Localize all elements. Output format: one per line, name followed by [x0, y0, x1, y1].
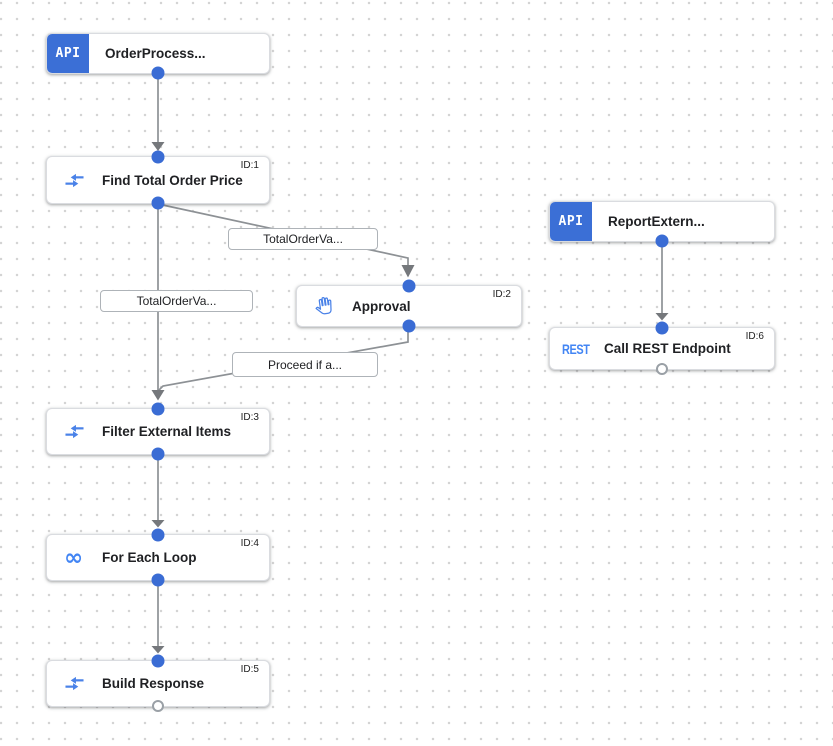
output-port[interactable]: [151, 196, 165, 210]
edge-label-text: TotalOrderVa...: [263, 232, 343, 246]
edge-label-proceed-if[interactable]: Proceed if a...: [232, 352, 378, 377]
approval-hand-icon: [314, 296, 341, 316]
input-port[interactable]: [151, 402, 165, 416]
data-mapping-icon: [64, 676, 91, 691]
rest-icon-text: REST: [562, 340, 590, 357]
edge-label-totalorder-to-approval[interactable]: TotalOrderVa...: [228, 228, 378, 250]
edge-label-totalorder-to-filter[interactable]: TotalOrderVa...: [100, 290, 253, 312]
task-node-for-each-loop[interactable]: ID:4 ∞ For Each Loop: [46, 528, 270, 587]
output-port[interactable]: [402, 319, 416, 333]
task-title: For Each Loop: [102, 550, 197, 565]
api-trigger-icon: API: [47, 34, 89, 73]
api-badge-text: API: [55, 46, 81, 61]
task-node-approval[interactable]: ID:2 Approval: [296, 279, 522, 333]
output-port[interactable]: [655, 234, 669, 248]
rest-icon: REST: [562, 341, 600, 357]
task-title: Find Total Order Price: [102, 172, 243, 188]
task-node-find-total-order-price[interactable]: ID:1 Find Total Order Price: [46, 150, 270, 210]
output-port-open[interactable]: [152, 700, 164, 712]
task-id-badge: ID:2: [492, 289, 511, 300]
edge-label-text: TotalOrderVa...: [136, 294, 217, 308]
task-id-badge: ID:6: [745, 331, 764, 342]
data-mapping-icon: [64, 424, 91, 439]
task-id-badge: ID:3: [240, 412, 259, 423]
edge-filter-to-foreach: [151, 455, 165, 528]
trigger-label: ReportExtern...: [608, 214, 705, 229]
input-port[interactable]: [151, 528, 165, 542]
edge-reportextern-to-callrest: [655, 242, 669, 321]
api-badge-text: API: [558, 214, 584, 229]
output-port[interactable]: [151, 66, 165, 80]
task-title: Filter External Items: [102, 424, 232, 439]
task-id-badge: ID:5: [240, 664, 259, 675]
task-title: Approval: [352, 298, 411, 314]
task-id-badge: ID:1: [240, 160, 259, 171]
trigger-node-reportextern[interactable]: API ReportExtern...: [549, 201, 775, 248]
api-trigger-icon: API: [550, 202, 592, 241]
task-node-build-response[interactable]: ID:5 Build Response: [46, 654, 270, 712]
data-mapping-icon: [64, 173, 91, 188]
trigger-node-orderprocess[interactable]: API OrderProcess...: [46, 33, 270, 80]
output-port[interactable]: [151, 573, 165, 587]
output-port[interactable]: [151, 447, 165, 461]
trigger-label: OrderProcess...: [105, 46, 206, 61]
edge-label-text: Proceed if a...: [267, 357, 343, 372]
edge-foreach-to-build: [151, 581, 165, 654]
task-title: Build Response: [102, 676, 205, 691]
task-node-filter-external-items[interactable]: ID:3 Filter External Items: [46, 402, 270, 461]
infinity-loop-icon: ∞: [64, 544, 91, 571]
input-port[interactable]: [402, 279, 416, 293]
input-port[interactable]: [151, 654, 165, 668]
input-port[interactable]: [151, 150, 165, 164]
task-node-call-rest-endpoint[interactable]: ID:6 REST Call REST Endpoint: [549, 321, 775, 375]
input-port[interactable]: [655, 321, 669, 335]
edge-orderprocess-to-findtotal: [151, 74, 165, 151]
task-title: Call REST Endpoint: [604, 341, 731, 356]
infinity-glyph: ∞: [64, 544, 84, 571]
edge-findtotal-to-approval: [157, 203, 415, 278]
output-port-open[interactable]: [656, 363, 668, 375]
task-id-badge: ID:4: [240, 538, 259, 549]
